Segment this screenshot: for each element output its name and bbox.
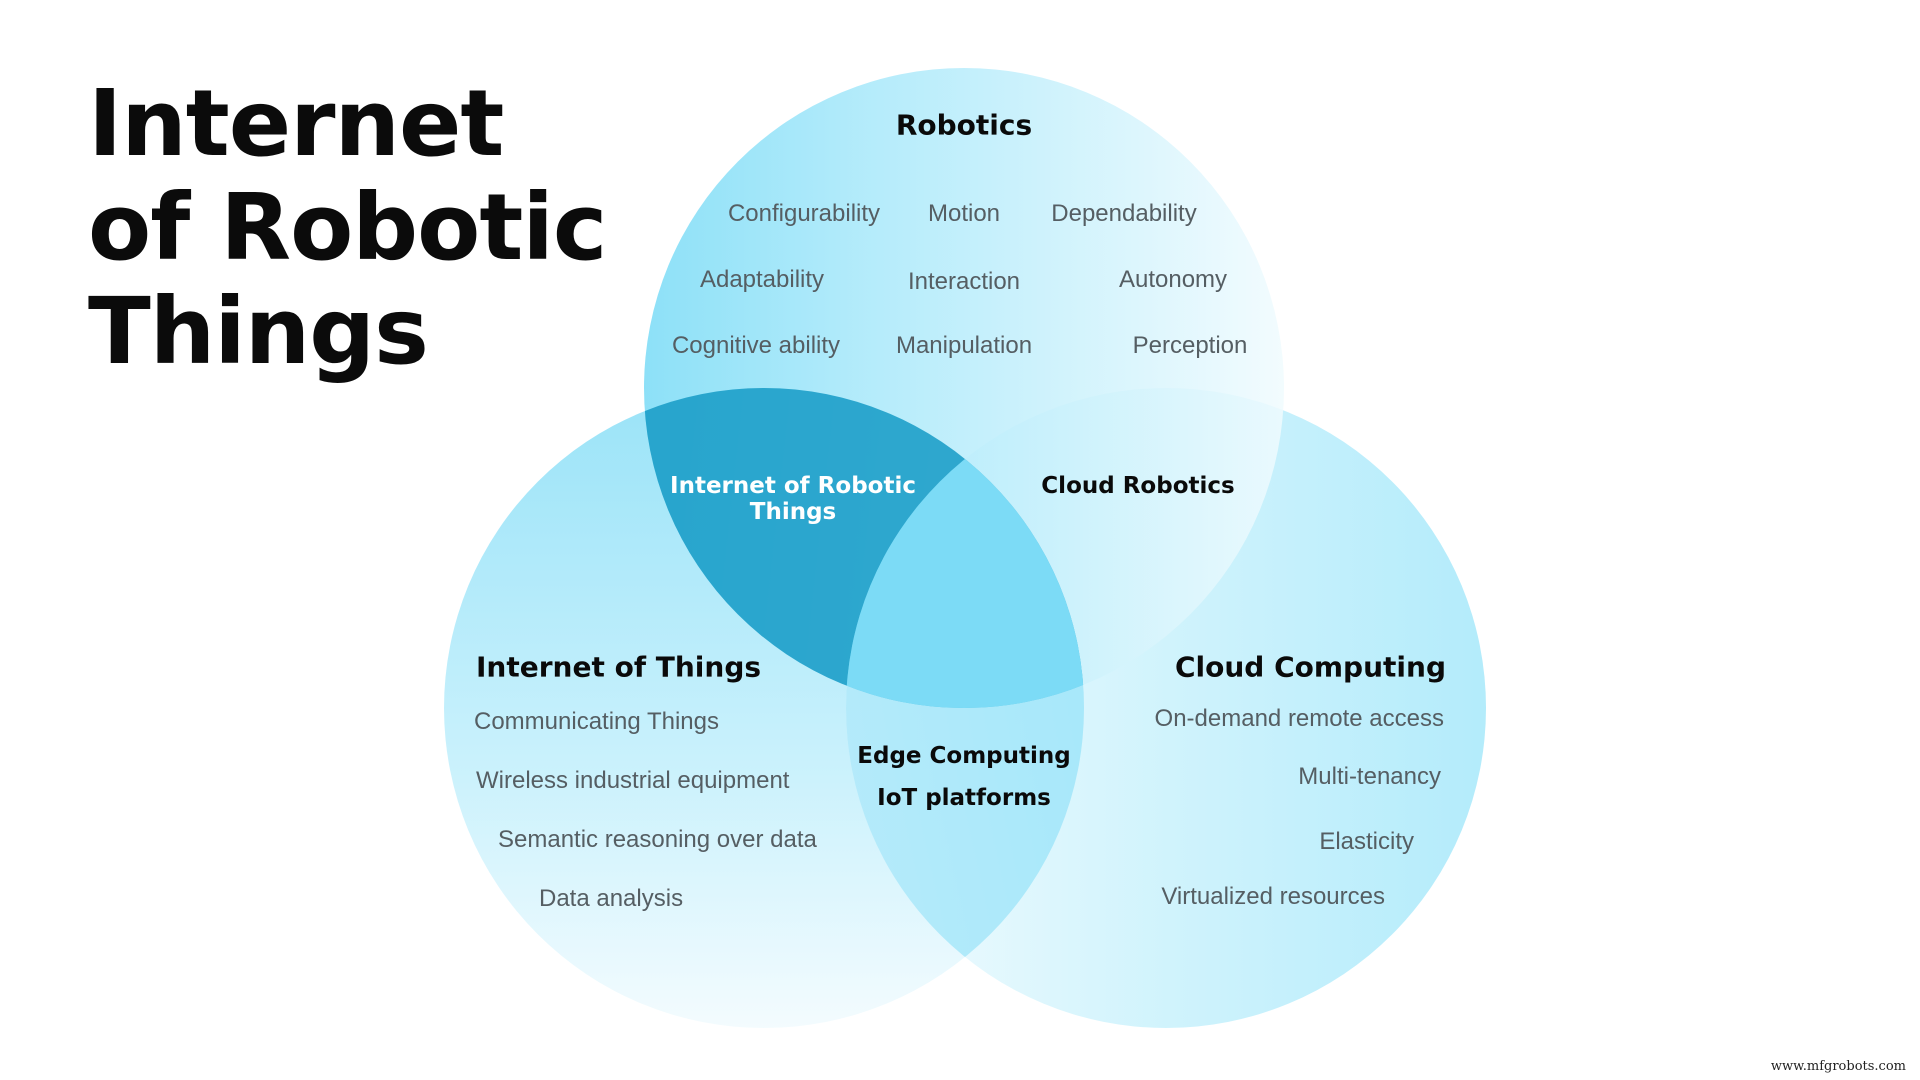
title-line-2: of Robotic bbox=[88, 174, 607, 281]
iot-item: Communicating Things bbox=[474, 708, 720, 735]
title-line-1: Internet bbox=[88, 70, 504, 177]
set-title-robotics: Robotics bbox=[895, 108, 1033, 142]
iot-item: Data analysis bbox=[539, 885, 684, 912]
cloud-item: Elasticity bbox=[1319, 828, 1414, 855]
overlap-line: Internet of Robotic bbox=[670, 473, 916, 499]
robotics-item: Perception bbox=[1132, 332, 1248, 359]
robotics-item: Adaptability bbox=[699, 266, 825, 293]
cloud-item: Multi-tenancy bbox=[1298, 763, 1441, 790]
robotics-item: Cognitive ability bbox=[671, 332, 841, 359]
watermark: www.mfgrobots.com bbox=[1770, 1059, 1906, 1074]
robotics-item: Autonomy bbox=[1118, 266, 1228, 293]
overlap-label-internet-of-robotic-things: Internet of Robotic Things bbox=[670, 473, 916, 525]
robotics-item: Interaction bbox=[907, 268, 1021, 295]
set-title-internet-of-things: Internet of Things bbox=[476, 650, 762, 684]
overlap-center-shape bbox=[846, 388, 1084, 708]
title-line-3: Things bbox=[88, 278, 429, 385]
robotics-item: Configurability bbox=[727, 200, 881, 227]
overlap-label-cloud-robotics: Cloud Robotics bbox=[1041, 473, 1235, 499]
iot-item: Wireless industrial equipment bbox=[476, 767, 790, 794]
overlap-line: Things bbox=[749, 499, 837, 525]
iot-item: Semantic reasoning over data bbox=[498, 826, 817, 853]
overlap-label-edge-computing: Edge Computing IoT platforms bbox=[857, 735, 1070, 819]
robotics-item: Dependability bbox=[1051, 200, 1197, 227]
overlap-line: IoT platforms bbox=[877, 785, 1051, 811]
cloud-item: Virtualized resources bbox=[1161, 883, 1385, 910]
overlap-line: Edge Computing bbox=[857, 743, 1071, 769]
cloud-item: On-demand remote access bbox=[1154, 705, 1444, 732]
robotics-item: Manipulation bbox=[895, 332, 1033, 359]
page-title: Internet of Robotic Things bbox=[88, 70, 607, 385]
set-title-cloud-computing: Cloud Computing bbox=[1174, 650, 1446, 684]
robotics-item: Motion bbox=[927, 200, 1001, 227]
